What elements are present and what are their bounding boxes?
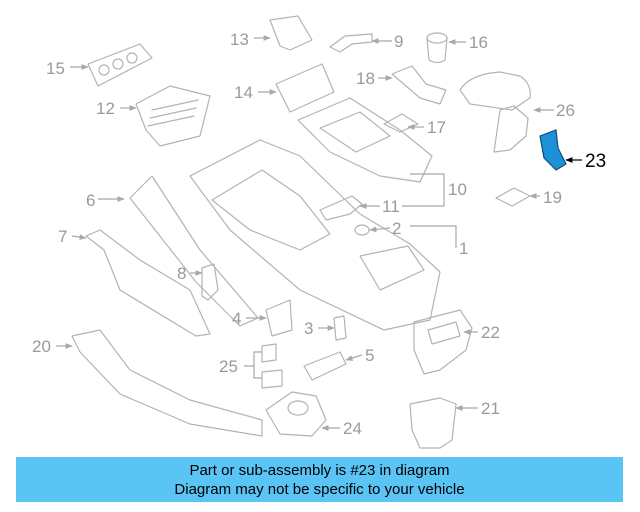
callout-25: 25 xyxy=(219,357,238,376)
callout-10: 10 xyxy=(448,180,467,199)
parts-diagram: 13 9 16 15 14 18 26 12 17 23 10 11 6 19 … xyxy=(32,15,606,449)
callout-23: 23 xyxy=(585,151,606,172)
part-10-console-top xyxy=(297,97,433,183)
part-22-rear-vent xyxy=(413,309,473,375)
callout-21: 21 xyxy=(481,399,500,418)
part-26-armrest xyxy=(459,71,531,153)
callout-labels: 13 9 16 15 14 18 26 12 17 23 10 11 6 19 … xyxy=(32,30,606,438)
callout-19: 19 xyxy=(543,188,562,207)
callout-3: 3 xyxy=(304,319,313,338)
callout-1: 1 xyxy=(459,239,468,258)
callout-18: 18 xyxy=(356,69,375,88)
part-3-clip xyxy=(333,315,347,341)
part-2-clip xyxy=(354,224,370,236)
part-23-bracket-highlighted xyxy=(539,129,567,171)
part-8-clip xyxy=(201,263,219,301)
part-11-bracket xyxy=(319,195,363,221)
callout-20: 20 xyxy=(32,337,51,356)
callout-16: 16 xyxy=(469,33,488,52)
part-7-side-panel xyxy=(85,229,211,337)
part-6-side-trim xyxy=(129,175,259,327)
part-5-trim xyxy=(303,351,347,381)
part-24-shifter-base xyxy=(265,391,327,437)
part-14-mat xyxy=(275,63,335,113)
callout-13: 13 xyxy=(230,30,249,49)
part-12-vent-grille xyxy=(135,85,211,147)
part-25-switches xyxy=(261,343,283,389)
callout-11: 11 xyxy=(382,197,400,216)
part-16-cupholder-insert xyxy=(426,32,448,64)
leader-lines xyxy=(56,35,582,431)
callout-12: 12 xyxy=(96,99,115,118)
callout-17: 17 xyxy=(427,118,446,137)
part-21-cupholder xyxy=(409,397,457,449)
callout-8: 8 xyxy=(177,264,186,283)
callout-6: 6 xyxy=(86,191,95,210)
callout-9: 9 xyxy=(394,32,403,51)
callout-7: 7 xyxy=(58,227,67,246)
callout-15: 15 xyxy=(46,59,65,78)
callout-22: 22 xyxy=(481,323,500,342)
callout-24: 24 xyxy=(343,419,362,438)
callout-2: 2 xyxy=(392,219,401,238)
part-19-pad xyxy=(495,187,531,207)
part-4-holder xyxy=(265,299,293,337)
part-13-tray xyxy=(269,15,313,51)
part-1-console-body xyxy=(189,139,441,331)
part-9-bracket xyxy=(329,33,373,53)
info-banner: Part or sub-assembly is #23 in diagram D… xyxy=(16,457,623,502)
callout-14: 14 xyxy=(234,83,253,102)
part-20-rail xyxy=(71,329,263,437)
part-18-bracket xyxy=(391,65,447,105)
callout-4: 4 xyxy=(232,309,241,328)
callout-5: 5 xyxy=(365,346,374,365)
part-15-switch-panel xyxy=(87,43,153,87)
callout-26: 26 xyxy=(556,101,575,120)
banner-line-disclaimer: Diagram may not be specific to your vehi… xyxy=(174,481,465,498)
banner-line-part: Part or sub-assembly is #23 in diagram xyxy=(189,462,450,479)
part-17-pad xyxy=(383,113,419,133)
